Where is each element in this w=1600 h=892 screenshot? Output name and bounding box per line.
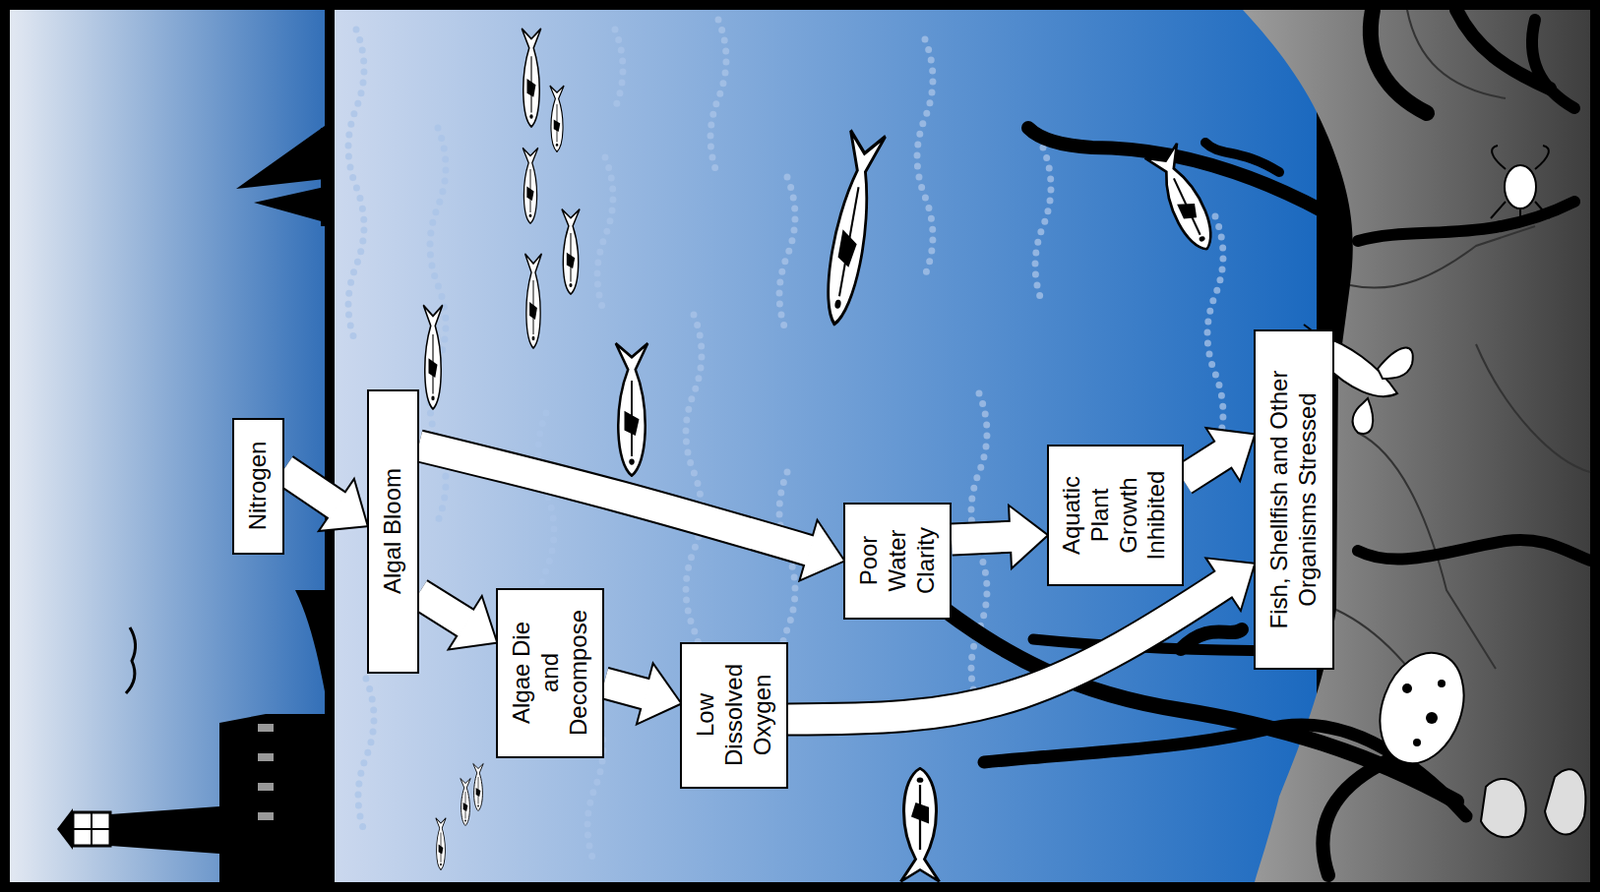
flow-arrow [419,445,845,579]
arrowhead [1009,507,1047,567]
process-box: Low Dissolved Oxygen [679,642,789,790]
building [219,714,335,883]
lighthouse [57,806,220,855]
box-text: Fish, Shellfish and Other Organisms Stre… [1265,342,1323,658]
flow-arrow [951,507,1047,567]
arrowhead [320,481,368,531]
arrowhead [1207,559,1254,610]
oysters [1480,769,1586,838]
arrowhead [800,522,844,580]
process-box: Algal Bloom [367,389,420,675]
arrowhead [1208,429,1254,480]
process-box: Aquatic Plant Growth Inhibited [1046,444,1184,587]
fish-illustrations [423,28,1223,882]
crab [1490,145,1550,227]
box-label: Fish, Shellfish and Other Organisms Stre… [1265,342,1323,658]
box-label: Poor Water Clarity [855,514,940,609]
flow-arrow [419,594,497,650]
sky [9,9,335,883]
seabed [1242,9,1591,883]
seaweed [944,9,1591,876]
box-text: Algal Bloom [378,468,408,595]
arrow-shaft [419,445,845,561]
building-windows [257,724,274,821]
process-box: Nitrogen [232,418,285,555]
land [295,590,335,748]
box-text: Aquatic Plant Growth Inhibited [1057,456,1171,575]
process-box: Poor Water Clarity [843,502,952,620]
box-label: Algae Die and Decompose [507,604,593,742]
box-text: Low Dissolved Oxygen [691,654,777,778]
arrow-outline [419,445,845,561]
box-label: Low Dissolved Oxygen [691,654,777,778]
flounder [1365,641,1479,776]
bird [125,627,136,694]
box-label: Aquatic Plant Growth Inhibited [1057,456,1171,575]
arrowhead [450,598,496,649]
flow-arrow [604,666,680,724]
process-box: Fish, Shellfish and Other Organisms Stre… [1253,329,1335,671]
arrowhead-outline [1009,507,1047,567]
box-text: Poor Water Clarity [855,514,940,609]
box-text: Nitrogen [244,441,273,532]
arrowhead [637,666,680,724]
box-label: Nitrogen [244,441,273,532]
sailboat [236,125,327,227]
flow-arrow [284,469,368,531]
process-box: Algae Die and Decompose [495,588,605,759]
box-label: Algal Bloom [378,468,408,595]
box-text: Algae Die and Decompose [507,604,593,742]
flow-arrow [1183,429,1255,481]
